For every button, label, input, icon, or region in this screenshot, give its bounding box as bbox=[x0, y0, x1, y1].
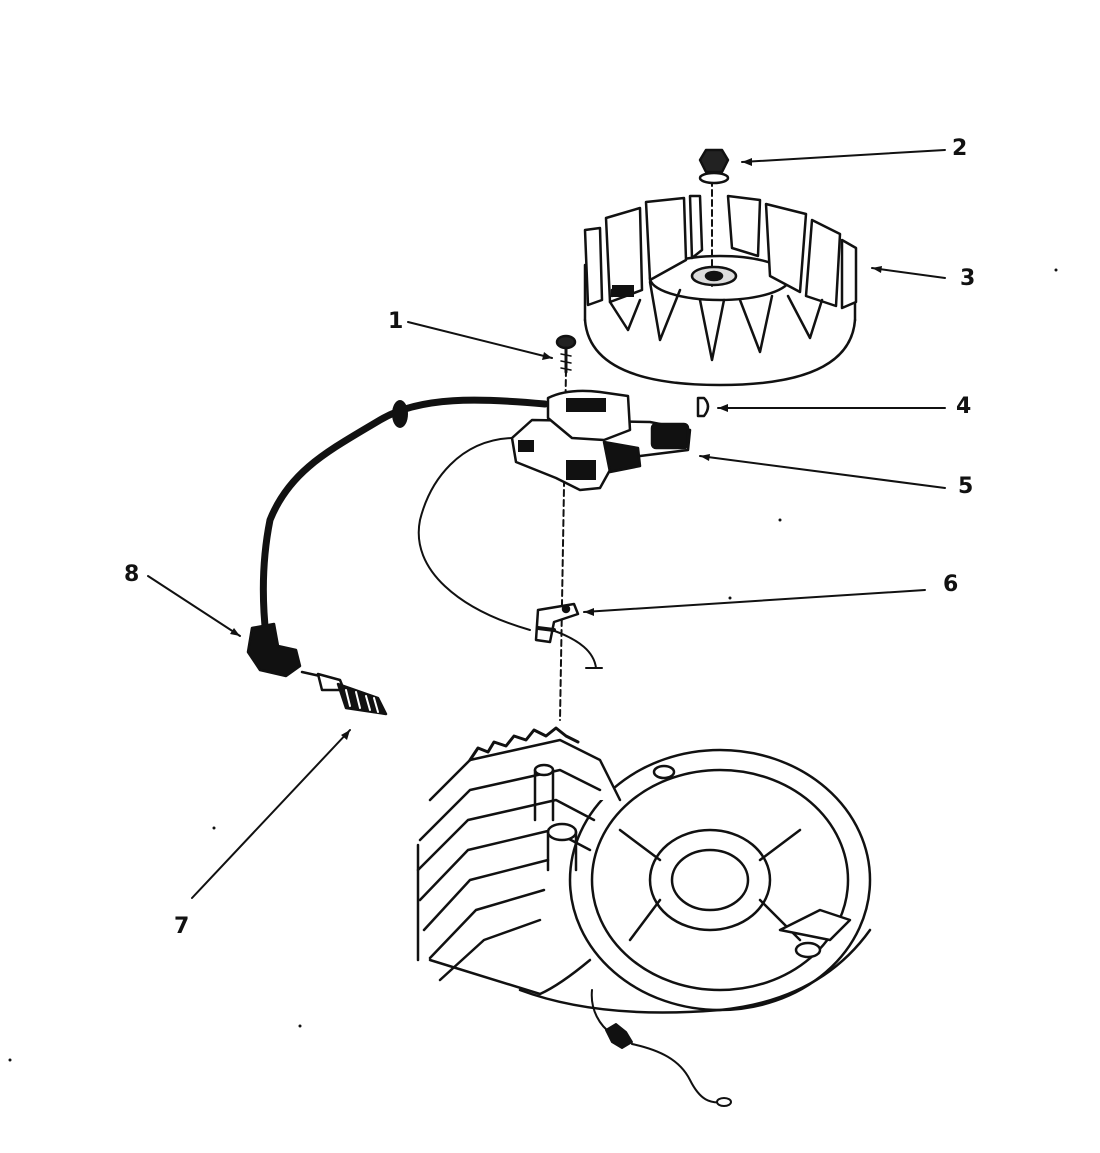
engine-crankcase bbox=[416, 726, 872, 1014]
callout-4: 4 bbox=[956, 394, 972, 419]
callout-7: 7 bbox=[174, 914, 190, 939]
leader-line-5 bbox=[699, 455, 946, 489]
leader-line-6 bbox=[583, 589, 926, 613]
flywheel-nut bbox=[698, 148, 730, 185]
callout-8: 8 bbox=[124, 562, 140, 587]
wire-clip bbox=[534, 602, 580, 644]
woodruff-key bbox=[696, 396, 710, 418]
leader-lines bbox=[147, 149, 946, 899]
ignition-module bbox=[510, 389, 692, 492]
spark-plug-wire bbox=[259, 396, 549, 640]
callout-5: 5 bbox=[958, 474, 974, 499]
callout-3: 3 bbox=[960, 266, 976, 291]
print-specks bbox=[8, 268, 1058, 1062]
leader-line-1 bbox=[407, 321, 553, 359]
callout-6: 6 bbox=[943, 572, 959, 597]
leader-line-3 bbox=[871, 267, 946, 279]
ground-wire bbox=[417, 437, 603, 669]
leader-line-2 bbox=[741, 149, 946, 163]
leader-line-7 bbox=[191, 729, 351, 899]
leader-line-8 bbox=[147, 575, 241, 637]
spark-plug-boot bbox=[246, 622, 302, 678]
callout-1: 1 bbox=[388, 309, 404, 334]
flywheel bbox=[583, 194, 858, 387]
stop-wire bbox=[590, 989, 732, 1107]
screw bbox=[555, 334, 577, 374]
spark-plug bbox=[300, 670, 388, 716]
callout-2: 2 bbox=[952, 136, 968, 161]
